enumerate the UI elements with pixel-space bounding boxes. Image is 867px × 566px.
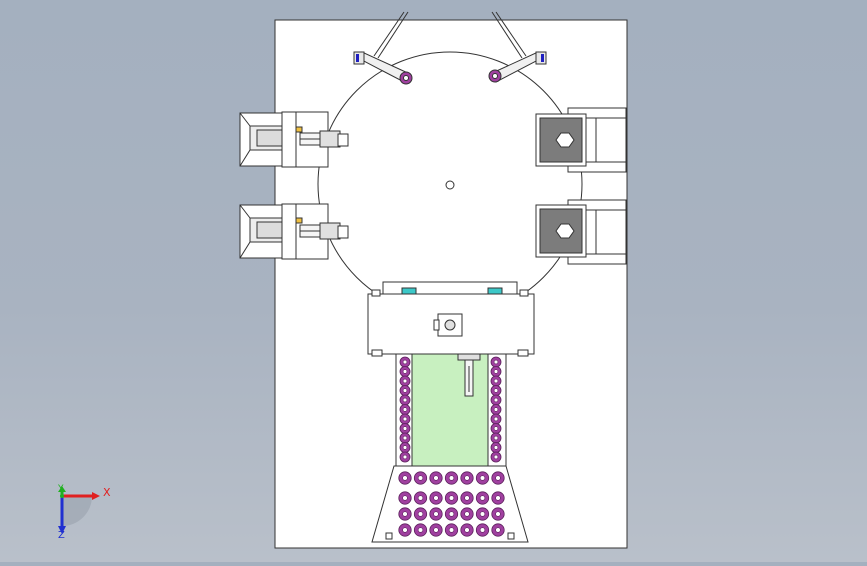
gear-part-bore: [493, 369, 499, 374]
gear-part-bore: [464, 495, 470, 501]
table-center-hole: [445, 180, 455, 190]
gear-part-bore: [495, 475, 501, 481]
gear-parts: [398, 356, 505, 537]
right-station-upper: [535, 107, 627, 173]
gear-part-bore: [402, 369, 408, 374]
gear-part-bore: [479, 495, 486, 501]
gear-part-bore: [402, 426, 408, 431]
gear-part-bore: [493, 388, 499, 393]
gear-part-bore: [464, 527, 470, 533]
gear-part-bore: [493, 426, 499, 431]
gear-part-bore: [495, 527, 501, 533]
z-axis-label: Z: [58, 530, 65, 541]
gear-part-bore: [402, 407, 408, 412]
gear-part-bore: [495, 495, 501, 501]
gear-part-bore: [402, 435, 408, 441]
transfer-slide-unit: [367, 281, 535, 357]
gear-part-bore: [464, 511, 470, 517]
gear-part-bore: [433, 511, 439, 517]
x-axis-label: X: [103, 486, 111, 499]
gear-part-bore: [493, 435, 499, 441]
gear-part-bore: [493, 454, 499, 460]
gear-part-bore: [493, 407, 499, 412]
tray-corner-left: [385, 532, 393, 540]
gear-part-bore: [448, 511, 455, 517]
gear-part-bore: [402, 397, 408, 403]
gear-part-bore: [417, 475, 424, 481]
gear-part-bore: [464, 475, 470, 481]
gear-part-bore: [402, 359, 408, 365]
gear-part-bore: [448, 475, 455, 481]
gear-part-bore: [417, 495, 424, 501]
pick-arm-left: [353, 11, 413, 85]
gear-part-bore: [493, 397, 499, 403]
gear-part-bore: [402, 445, 408, 450]
right-station-lower: [535, 199, 627, 265]
gear-part-bore: [433, 527, 439, 533]
gear-part-bore: [493, 378, 499, 384]
gear-part-bore: [495, 511, 501, 517]
gear-part-bore: [402, 511, 408, 517]
gear-part-bore: [402, 495, 408, 501]
gear-part-bore: [417, 527, 424, 533]
pick-arm-right: [488, 11, 547, 83]
orientation-triad: [58, 486, 100, 534]
gear-part-bore: [402, 475, 408, 481]
gear-part-bore: [402, 527, 408, 533]
triad-origin: [60, 494, 64, 498]
gear-part-bore: [479, 527, 486, 533]
gear-part-bore: [402, 378, 408, 384]
triad-shadow: [62, 496, 92, 526]
tray-corner-right: [507, 532, 515, 540]
gear-part-bore: [402, 388, 408, 393]
left-feeder-station-upper: [239, 111, 349, 168]
gear-part-bore: [493, 359, 499, 365]
gear-feed-chute: [395, 353, 507, 467]
gear-part-bore: [479, 475, 486, 481]
gear-part-bore: [417, 511, 424, 517]
gear-part-bore: [448, 527, 455, 533]
gear-part-bore: [479, 511, 486, 517]
gear-part-bore: [493, 416, 499, 422]
gear-part-bore: [402, 454, 408, 460]
left-feeder-station-lower: [239, 203, 349, 260]
y-axis-label: Y: [58, 484, 64, 494]
gear-part-bore: [448, 495, 455, 501]
gear-part-bore: [493, 445, 499, 450]
gear-part-bore: [433, 475, 439, 481]
gear-part-bore: [433, 495, 439, 501]
gear-part-bore: [402, 416, 408, 422]
